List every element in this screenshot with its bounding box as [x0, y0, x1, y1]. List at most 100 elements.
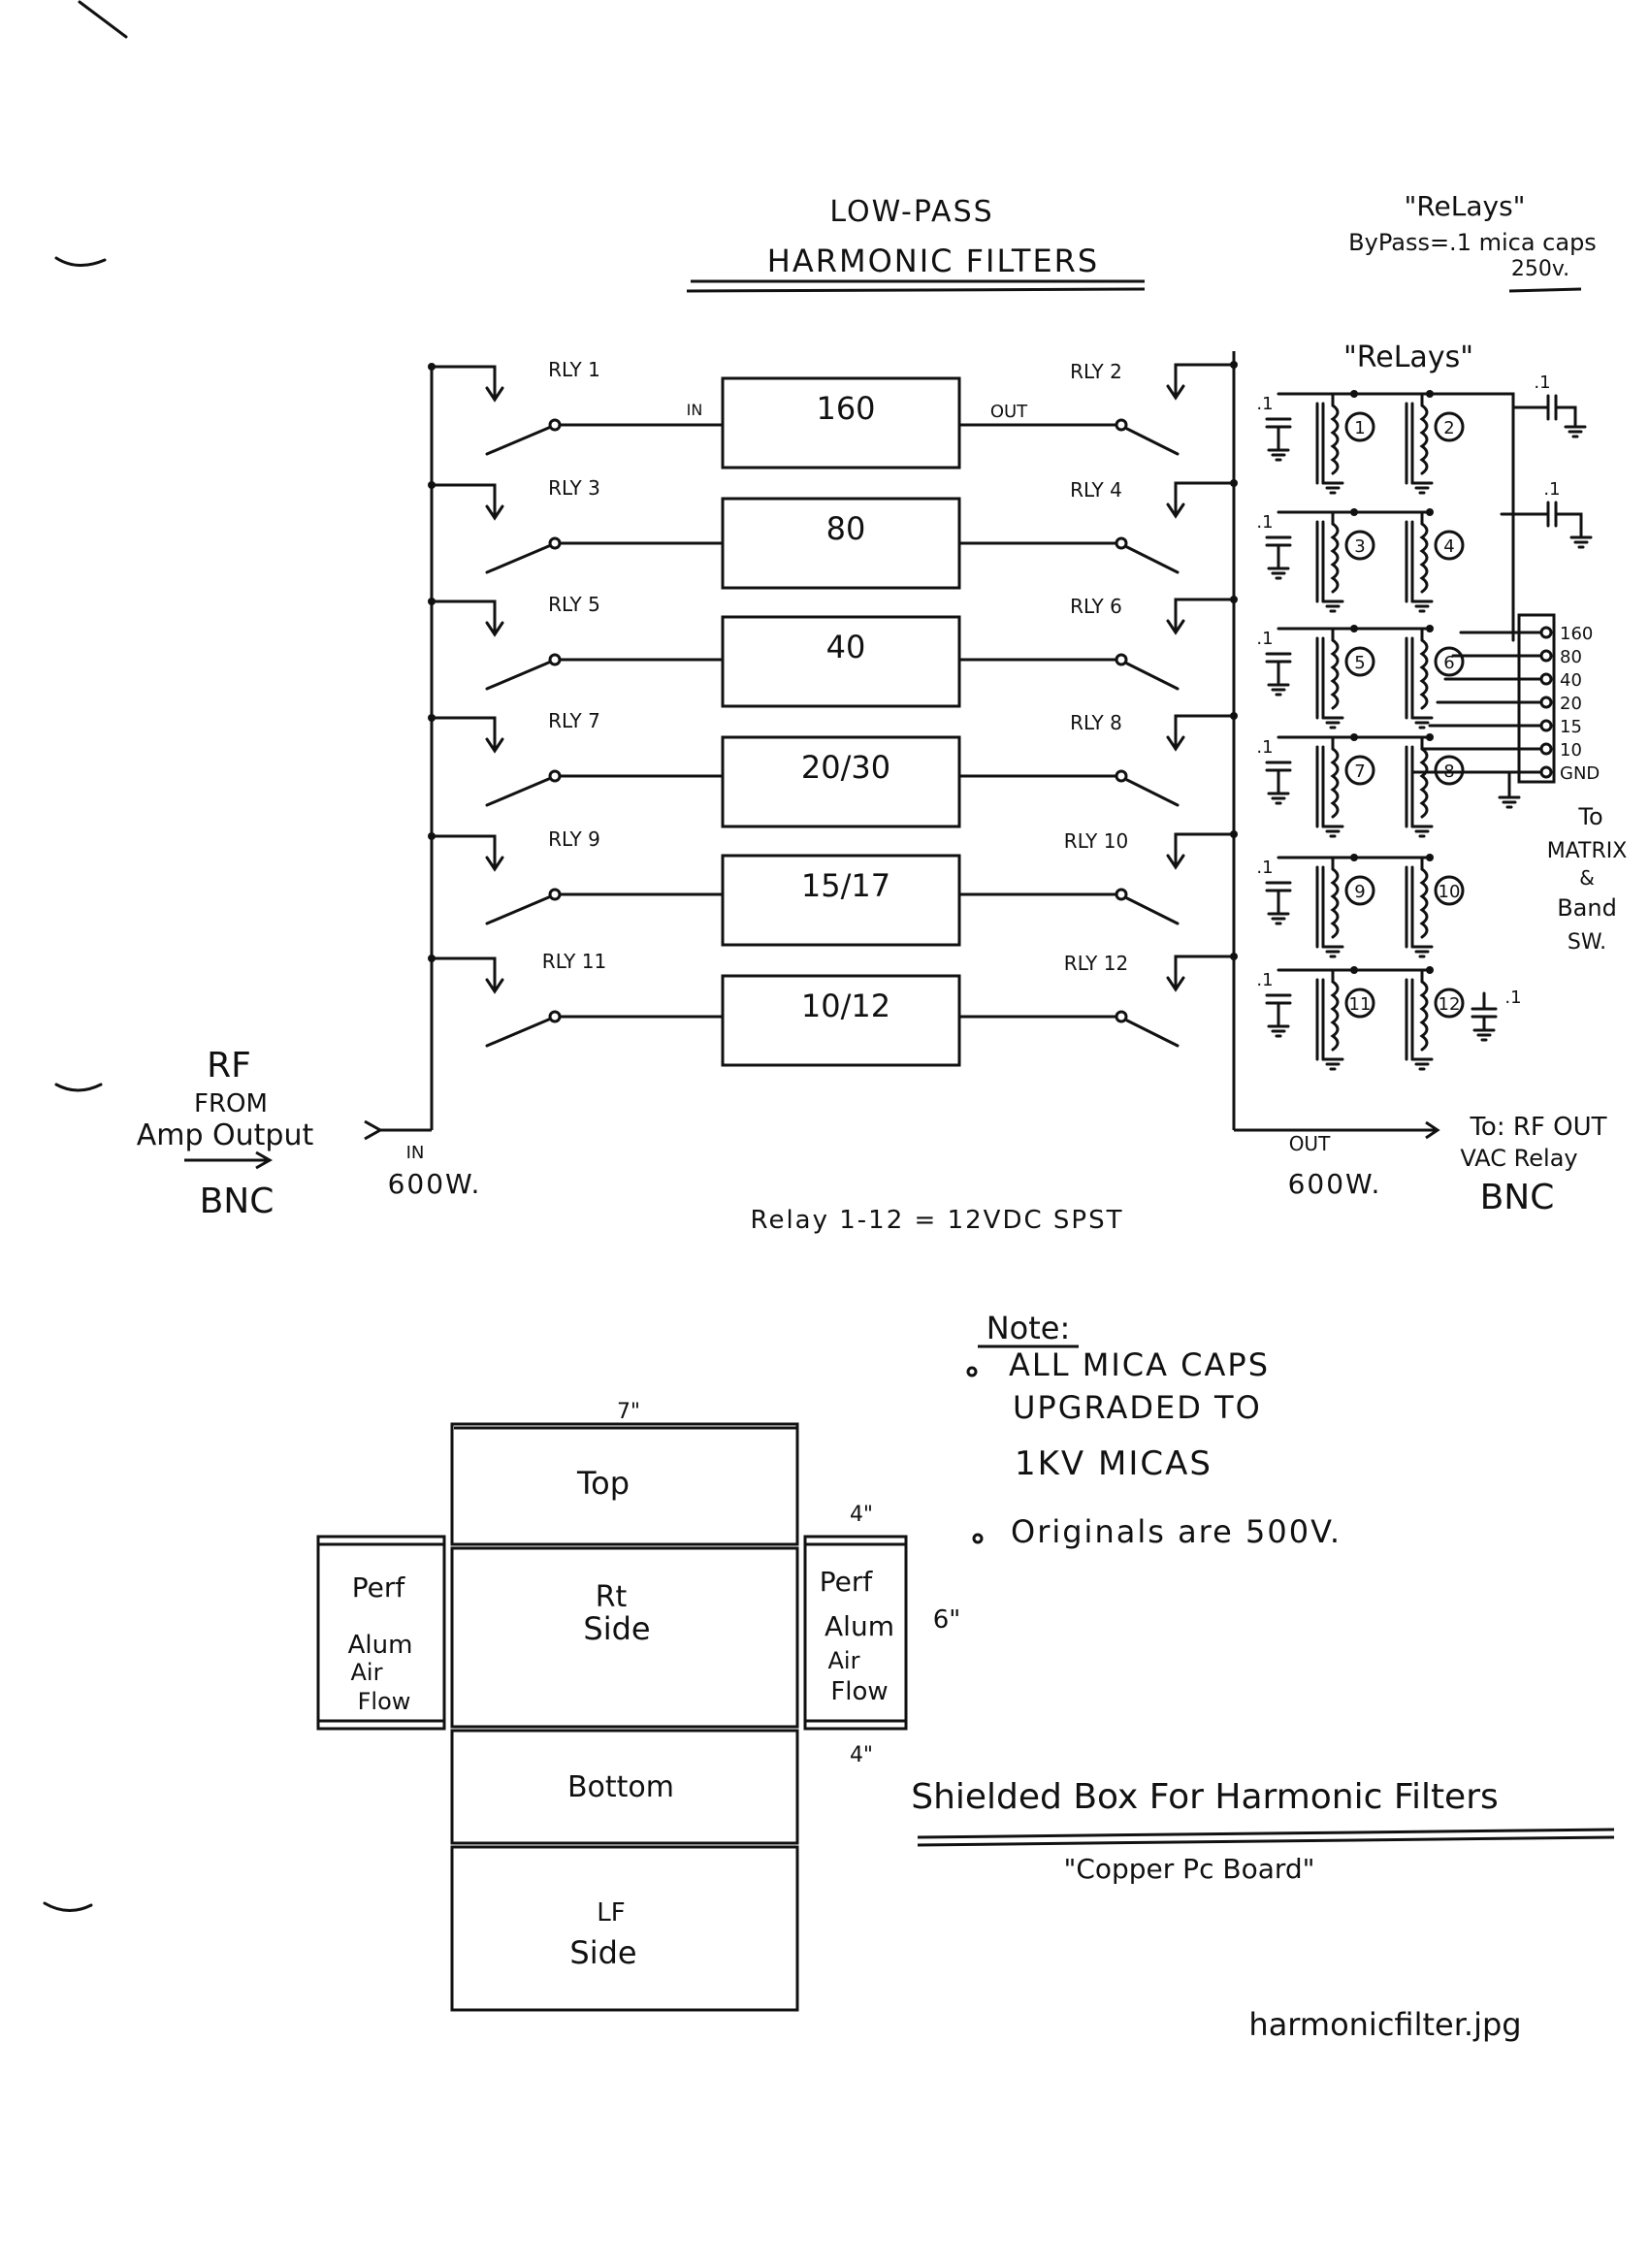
relay-switch-blade — [485, 894, 553, 925]
output-connector: BNC — [1480, 1178, 1555, 1217]
box-dim-height: 6" — [933, 1605, 961, 1635]
relay-spec: Relay 1-12 = 12VDC SPST — [751, 1206, 1124, 1235]
coil-number: 2 — [1443, 418, 1454, 438]
notes-item-2: UPGRADED TO — [1013, 1389, 1262, 1426]
relay-contact — [1115, 769, 1128, 783]
arrow-head — [1166, 619, 1185, 635]
coil-node — [1350, 854, 1358, 861]
box-left-perf-4: Flow — [358, 1688, 411, 1715]
box-outline — [316, 1422, 908, 2012]
scan-mark — [54, 1083, 103, 1092]
filter-band-label: 80 — [826, 510, 866, 547]
box-right-perf-1: Perf — [820, 1566, 874, 1598]
filter-band-label: 10/12 — [801, 988, 890, 1024]
filter-in-tag: IN — [687, 401, 703, 419]
filter-box — [721, 376, 961, 470]
relay-feed — [1174, 481, 1236, 514]
supply-bus — [1500, 501, 1583, 537]
box-bottom-label: Bottom — [567, 1770, 674, 1804]
relay-feed — [1174, 363, 1236, 396]
matrix-note-line3: & — [1579, 866, 1595, 890]
arrow-head — [1166, 502, 1185, 519]
coil-number-badge — [1344, 411, 1375, 442]
box-dim-width: 7" — [617, 1400, 640, 1424]
arrow-head — [485, 978, 504, 994]
filter-out-tag: OUT — [990, 402, 1028, 422]
input-amp-label: Amp Output — [137, 1118, 314, 1152]
matrix-note-line4: Band — [1557, 894, 1617, 922]
box-right-perf-4: Flow — [830, 1677, 888, 1706]
right-relay-label: RLY 2 — [1070, 360, 1122, 383]
terminal: 80 — [1451, 647, 1582, 667]
coil-number-badge — [1434, 755, 1465, 786]
supply-bus — [1511, 394, 1577, 427]
coil-number-badge — [1344, 530, 1375, 561]
right-relay-label: RLY 4 — [1070, 478, 1122, 502]
relay-switch-blade — [1125, 778, 1180, 807]
relay-switch-blade — [485, 543, 553, 574]
input-connector: BNC — [200, 1182, 275, 1221]
cap-value-label: .1 — [1256, 512, 1273, 533]
coil-node — [1426, 733, 1434, 741]
relay-feed — [1174, 955, 1236, 988]
output-power: 600W. — [1288, 1168, 1382, 1200]
bypass-note-line1: "ReLays" — [1404, 190, 1525, 222]
scan-mark — [43, 1901, 93, 1912]
coil-number-badge — [1434, 411, 1465, 442]
left-relay-label: RLY 7 — [548, 709, 600, 732]
cap-value-label: .1 — [1256, 629, 1273, 649]
relay-contact — [1115, 888, 1128, 901]
input-in-label: IN — [406, 1143, 425, 1163]
arrow-head — [485, 856, 504, 872]
notes-heading: Note: — [986, 1310, 1071, 1346]
terminal-label: GND — [1560, 763, 1600, 784]
filename-label: harmonicfilter.jpg — [1248, 2006, 1521, 2043]
coil-winding — [1419, 404, 1429, 475]
coil-winding — [1330, 867, 1340, 939]
right-relay-label: RLY 6 — [1070, 595, 1122, 618]
box-lf-side-label-1: LF — [597, 1898, 625, 1928]
coil-node — [1350, 625, 1358, 632]
relay-contact — [1115, 653, 1128, 666]
terminal-label: 10 — [1560, 740, 1582, 761]
filter-band-label: 20/30 — [801, 749, 890, 786]
coil-node — [1350, 966, 1358, 974]
relay-feed — [1174, 598, 1236, 631]
box-rt-side-label-1: Rt — [596, 1580, 628, 1614]
terminal: 10 — [1420, 740, 1582, 761]
coil-winding — [1419, 747, 1429, 819]
coil-number-badge — [1434, 875, 1465, 906]
filter-box — [721, 615, 961, 708]
arrow-head — [1166, 384, 1185, 401]
coil-node — [1426, 854, 1434, 861]
relay-feed — [430, 483, 497, 516]
box-dim-depth-bottom: 4" — [850, 1743, 873, 1767]
relay-feed — [430, 365, 497, 398]
box-caption-underline — [917, 1828, 1615, 1847]
coil-winding — [1419, 638, 1429, 710]
notes-bullet — [972, 1533, 984, 1544]
coil-node — [1350, 508, 1358, 516]
filter-band-label: 160 — [816, 390, 875, 427]
coil-winding — [1330, 638, 1340, 710]
terminal-label: 15 — [1560, 717, 1582, 737]
box-caption: Shielded Box For Harmonic Filters — [911, 1777, 1499, 1817]
coil-node — [1350, 733, 1358, 741]
box-left-perf-3: Air — [351, 1659, 383, 1686]
arrow-head — [485, 386, 504, 403]
left-relay-label: RLY 9 — [548, 827, 600, 851]
matrix-note-line1: To — [1577, 803, 1602, 830]
input-from-label: FROM — [194, 1089, 268, 1118]
title-line1: LOW-PASS — [829, 195, 993, 229]
relay-feed — [1174, 832, 1236, 865]
relay-switch-blade — [1125, 1019, 1180, 1048]
relay-switch-blade — [485, 660, 553, 691]
terminal: 40 — [1443, 670, 1582, 691]
relay-contact — [1115, 418, 1128, 432]
